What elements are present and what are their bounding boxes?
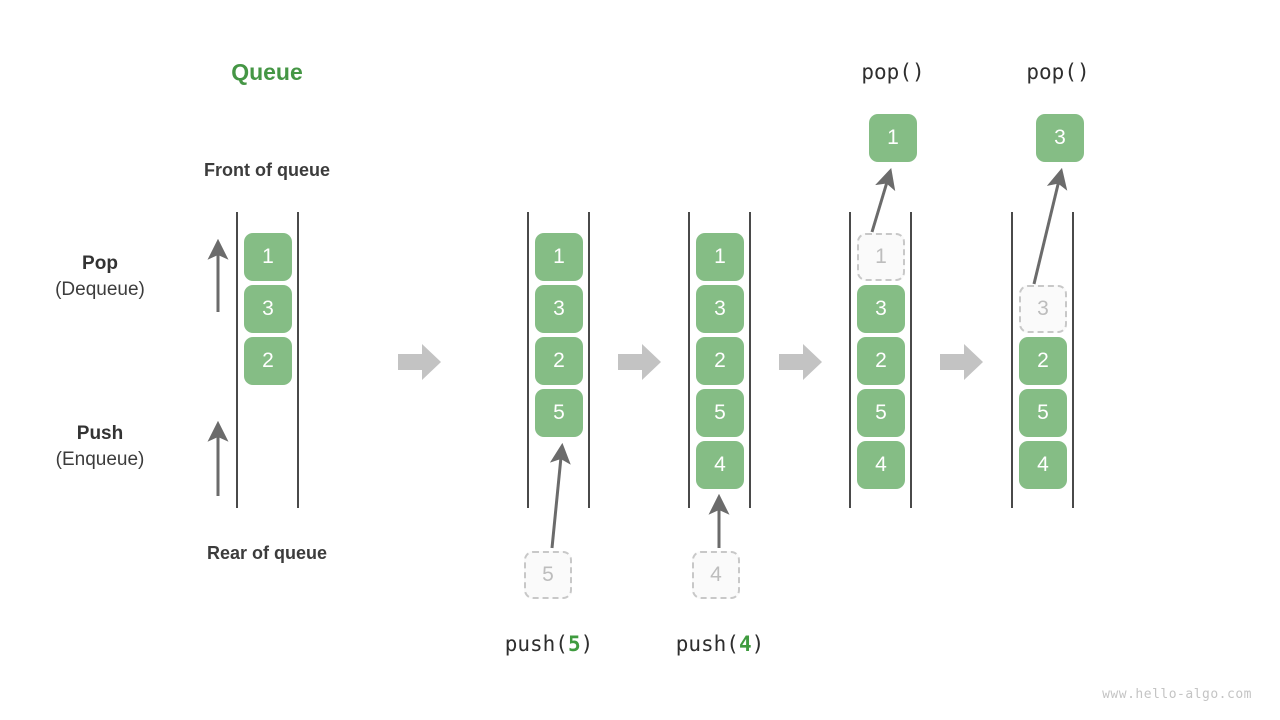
rear-of-queue-label: Rear of queue: [206, 543, 328, 563]
queue-rail-left-5: [1011, 212, 1013, 508]
queue-cell: 1: [696, 233, 744, 281]
queue-cell: 2: [244, 337, 292, 385]
queue-cell: 2: [1019, 337, 1067, 385]
pop-1-arrow: [870, 167, 896, 233]
queue-cell: 5: [1019, 389, 1067, 437]
push-label-main: Push: [76, 423, 124, 444]
queue-cell: 2: [535, 337, 583, 385]
queue-cell: 4: [696, 441, 744, 489]
pop-operation-label: Pop (Dequeue): [0, 252, 200, 302]
queue-cell: 3: [857, 285, 905, 333]
queue-rail-left-3: [688, 212, 690, 508]
queue-cell: 4: [857, 441, 905, 489]
pop-label-sub: (Dequeue): [55, 278, 145, 300]
popped-element-result: 3: [1036, 114, 1084, 162]
push-caption-2-close: ): [751, 632, 765, 656]
popped-element-ghost: 3: [1019, 285, 1067, 333]
step-arrow-icon: [779, 342, 823, 382]
queue-rail-right-5: [1072, 212, 1074, 508]
queue-rail-left-1: [236, 212, 238, 508]
page-title: Queue: [231, 59, 303, 85]
queue-rail-right-1: [297, 212, 299, 508]
queue-rail-left-4: [849, 212, 851, 508]
push-label-sub: (Enqueue): [55, 448, 145, 470]
push-caption-2-fn: push(: [675, 632, 739, 656]
queue-cell: 1: [244, 233, 292, 281]
queue-cell: 2: [696, 337, 744, 385]
step-arrow-icon: [618, 342, 662, 382]
pop-2-arrow: [1032, 167, 1068, 285]
queue-cell: 5: [857, 389, 905, 437]
push-caption-2: push(4): [655, 632, 785, 656]
incoming-element-ghost: 5: [524, 551, 572, 599]
queue-rail-right-3: [749, 212, 751, 508]
pop-caption-2: pop(): [1026, 60, 1090, 84]
step-arrow-icon: [940, 342, 984, 382]
push-caption-2-arg: 4: [738, 632, 752, 656]
queue-rail-right-4: [910, 212, 912, 508]
queue-cell: 4: [1019, 441, 1067, 489]
queue-rail-right-2: [588, 212, 590, 508]
step-arrow-icon: [398, 342, 442, 382]
front-of-queue-label: Front of queue: [204, 160, 330, 180]
push-caption-1-arg: 5: [567, 632, 581, 656]
pop-caption-1: pop(): [861, 60, 925, 84]
watermark: www.hello-algo.com: [1102, 687, 1252, 702]
queue-cell: 3: [244, 285, 292, 333]
push-5-arrow: [549, 442, 571, 549]
queue-cell: 3: [535, 285, 583, 333]
queue-cell: 3: [696, 285, 744, 333]
push-caption-1-close: ): [580, 632, 594, 656]
push-caption-1-fn: push(: [504, 632, 568, 656]
popped-element-ghost: 1: [857, 233, 905, 281]
push-operation-label: Push (Enqueue): [0, 422, 200, 472]
queue-cell: 1: [535, 233, 583, 281]
push-caption-1: push(5): [484, 632, 614, 656]
queue-cell: 5: [696, 389, 744, 437]
queue-cell: 2: [857, 337, 905, 385]
popped-element-result: 1: [869, 114, 917, 162]
incoming-element-ghost: 4: [692, 551, 740, 599]
queue-rail-left-2: [527, 212, 529, 508]
pop-label-main: Pop: [82, 253, 118, 274]
queue-cell: 5: [535, 389, 583, 437]
